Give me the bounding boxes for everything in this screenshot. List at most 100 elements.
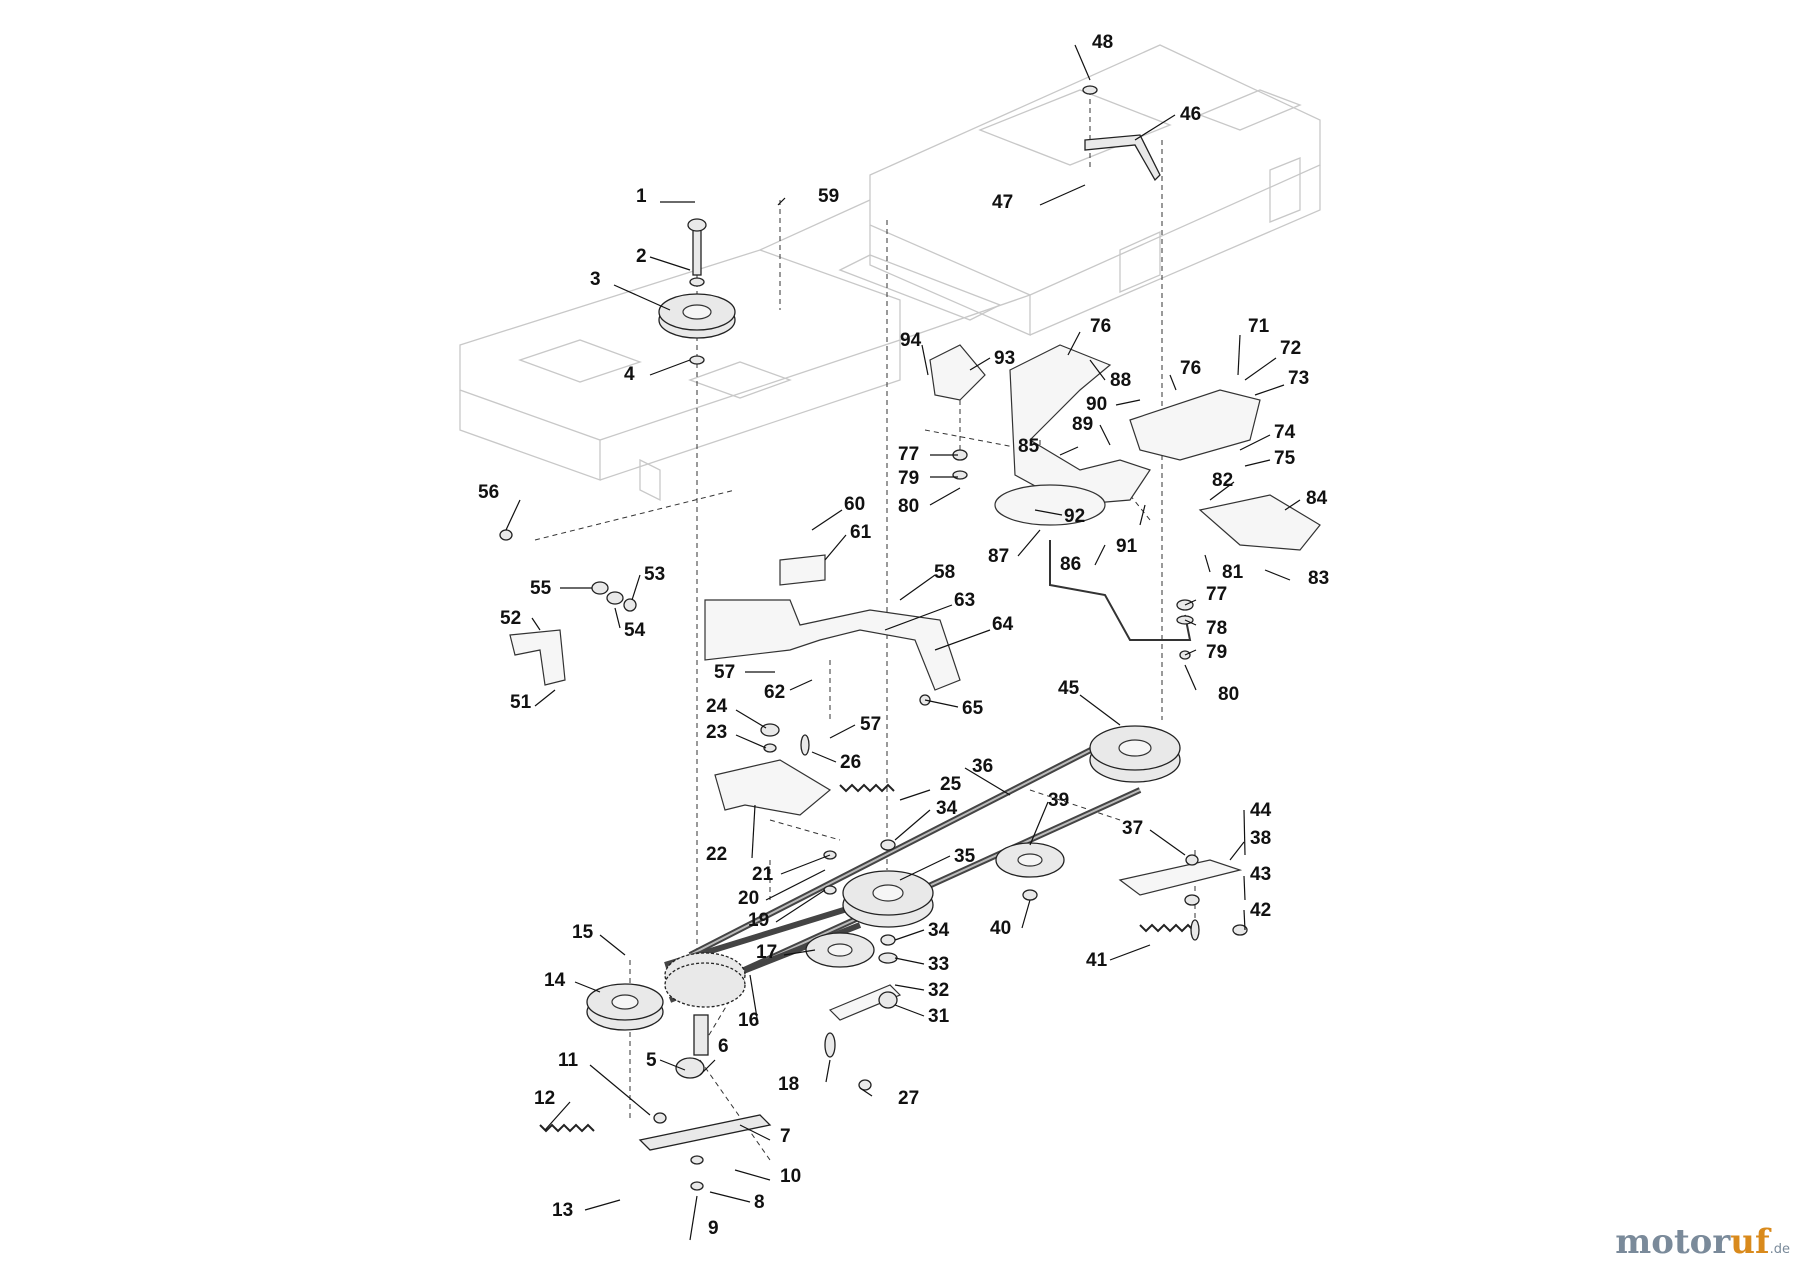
callout-57b: 57 <box>829 714 881 739</box>
svg-text:76: 76 <box>1180 358 1201 379</box>
svg-text:57: 57 <box>714 662 735 683</box>
callout-94: 94 <box>900 330 929 376</box>
svg-text:79: 79 <box>1206 642 1227 663</box>
callout-89: 89 <box>1072 414 1111 446</box>
svg-text:35: 35 <box>954 846 976 867</box>
svg-text:4: 4 <box>624 364 635 385</box>
callout-79b: 79 <box>1184 642 1227 663</box>
svg-text:42: 42 <box>1250 900 1271 921</box>
callout-52: 52 <box>500 608 541 631</box>
svg-text:25: 25 <box>940 774 962 795</box>
callout-34a: 34 <box>894 798 958 841</box>
callout-73: 73 <box>1254 368 1309 396</box>
svg-text:31: 31 <box>928 1006 950 1027</box>
arm-38 <box>1118 859 1243 896</box>
callout-11: 11 <box>558 1050 651 1116</box>
svg-text:93: 93 <box>994 348 1015 369</box>
svg-text:61: 61 <box>850 522 872 543</box>
svg-text:9: 9 <box>708 1218 719 1239</box>
callout-37: 37 <box>1122 818 1186 856</box>
svg-text:94: 94 <box>900 330 922 351</box>
callout-54: 54 <box>614 607 646 641</box>
callout-1: 1 <box>636 186 695 207</box>
callout-22: 22 <box>706 804 756 865</box>
callout-93: 93 <box>969 348 1015 371</box>
bracket-52 <box>509 629 566 686</box>
svg-text:73: 73 <box>1288 368 1309 389</box>
callout-80b: 80 <box>1184 664 1239 705</box>
svg-text:58: 58 <box>934 562 955 583</box>
callout-13: 13 <box>552 1199 621 1221</box>
svg-text:19: 19 <box>748 910 769 931</box>
plate-87 <box>994 484 1106 526</box>
callout-36: 36 <box>964 756 1011 796</box>
svg-text:34: 34 <box>936 798 958 819</box>
svg-text:82: 82 <box>1212 470 1233 491</box>
callout-76b: 76 <box>1169 358 1201 391</box>
callout-57a: 57 <box>714 662 775 683</box>
svg-text:88: 88 <box>1110 370 1131 391</box>
callout-32: 32 <box>894 980 949 1001</box>
callout-19: 19 <box>748 889 826 931</box>
svg-text:86: 86 <box>1060 554 1081 575</box>
svg-text:36: 36 <box>972 756 993 777</box>
svg-text:46: 46 <box>1180 104 1201 125</box>
svg-text:87: 87 <box>988 546 1009 567</box>
svg-text:80: 80 <box>1218 684 1239 705</box>
svg-text:37: 37 <box>1122 818 1143 839</box>
callout-15: 15 <box>572 922 626 956</box>
svg-text:1: 1 <box>636 186 647 207</box>
callout-8: 8 <box>709 1191 765 1213</box>
svg-text:43: 43 <box>1250 864 1271 885</box>
callout-58: 58 <box>899 562 955 601</box>
svg-text:55: 55 <box>530 578 552 599</box>
svg-text:10: 10 <box>780 1166 801 1187</box>
callout-40: 40 <box>990 899 1031 939</box>
svg-text:72: 72 <box>1280 338 1301 359</box>
callout-labels: 1 2 3 4 5 6 7 8 9 10 11 12 13 14 15 16 1… <box>478 32 1329 1241</box>
watermark-logo: motoruf.de <box>1615 1222 1790 1262</box>
callout-18: 18 <box>778 1059 831 1095</box>
pulley-35 <box>842 870 934 928</box>
callout-75: 75 <box>1244 448 1296 469</box>
callout-43: 43 <box>1243 864 1271 901</box>
callout-88: 88 <box>1089 359 1131 391</box>
svg-text:78: 78 <box>1206 618 1227 639</box>
watermark-main: motor <box>1615 1222 1731 1262</box>
svg-text:80: 80 <box>898 496 919 517</box>
callout-46: 46 <box>1134 104 1201 141</box>
callout-21: 21 <box>752 854 831 885</box>
svg-text:8: 8 <box>754 1192 765 1213</box>
callout-80a: 80 <box>898 487 961 517</box>
callout-14: 14 <box>544 970 601 993</box>
svg-text:90: 90 <box>1086 394 1107 415</box>
pulley-39 <box>995 842 1065 878</box>
callout-60: 60 <box>811 494 865 531</box>
callout-83: 83 <box>1264 568 1329 589</box>
svg-text:24: 24 <box>706 696 728 717</box>
callout-79a: 79 <box>898 468 958 489</box>
callout-27: 27 <box>859 1087 919 1109</box>
svg-text:20: 20 <box>738 888 759 909</box>
svg-text:83: 83 <box>1308 568 1329 589</box>
callout-61: 61 <box>824 522 872 561</box>
callout-31: 31 <box>894 1004 950 1027</box>
svg-text:2: 2 <box>636 246 647 267</box>
rod-86 <box>1049 540 1192 641</box>
callout-44: 44 <box>1243 800 1272 856</box>
svg-text:5: 5 <box>646 1050 657 1071</box>
svg-text:77: 77 <box>898 444 919 465</box>
pulley-14 <box>586 983 664 1031</box>
callout-17: 17 <box>756 942 816 963</box>
svg-text:89: 89 <box>1072 414 1093 435</box>
svg-text:41: 41 <box>1086 950 1108 971</box>
svg-text:13: 13 <box>552 1200 573 1221</box>
callout-39: 39 <box>1029 790 1069 846</box>
callout-24: 24 <box>706 696 767 729</box>
svg-text:84: 84 <box>1306 488 1328 509</box>
svg-text:56: 56 <box>478 482 499 503</box>
callout-12: 12 <box>534 1088 571 1131</box>
svg-text:77: 77 <box>1206 584 1227 605</box>
svg-text:26: 26 <box>840 752 861 773</box>
